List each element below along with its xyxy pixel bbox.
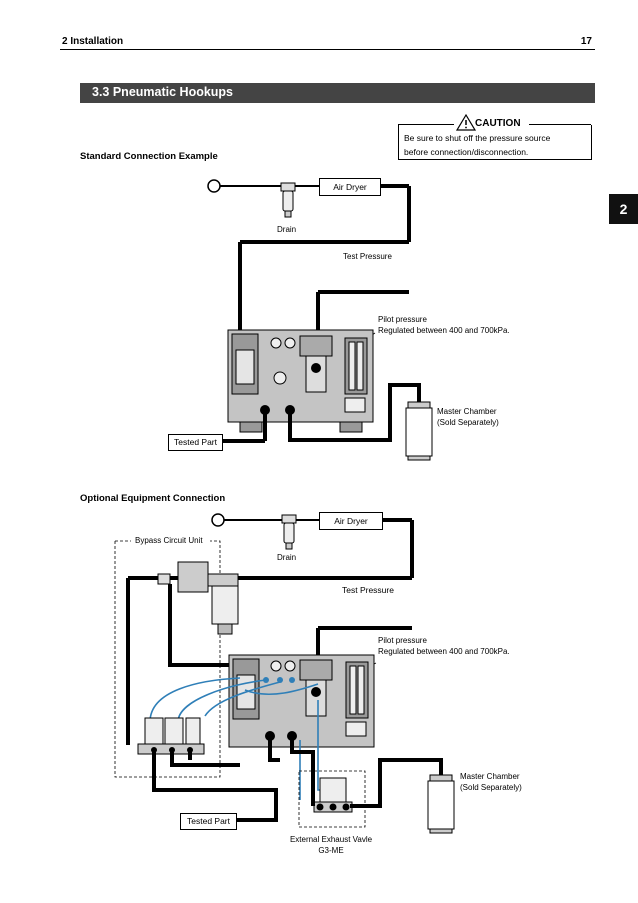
exhaust-valve-line1: External Exhaust Vavle	[289, 835, 373, 844]
air-source-icon	[207, 179, 221, 193]
filter-icon	[280, 182, 296, 218]
caution-box	[398, 125, 592, 160]
pilot-pressure-line2: Regulated between 400 and 700kPa.	[378, 326, 510, 335]
test-pressure-label: Test Pressure	[342, 585, 394, 595]
test-pressure-label: Test Pressure	[343, 252, 392, 261]
drain-label: Drain	[277, 225, 297, 234]
master-chamber-icon	[405, 401, 433, 461]
pilot-pressure-line1: Pilot pressure	[378, 636, 427, 645]
filter-icon	[281, 514, 297, 550]
caution-title: CAUTION	[475, 118, 521, 129]
master-chamber-icon	[427, 774, 455, 834]
air-dryer-box: Air Dryer	[319, 512, 383, 530]
optional-heading: Optional Equipment Connection	[80, 493, 226, 504]
master-chamber-label: Master Chamber (Sold Separately)	[437, 406, 499, 428]
pilot-pressure-line1: Pilot pressure	[378, 315, 427, 324]
caution-rule-right	[529, 124, 591, 125]
pilot-pressure-line2: Regulated between 400 and 700kPa.	[378, 647, 510, 656]
tested-part-box: Tested Part	[180, 813, 237, 830]
header-divider	[60, 49, 595, 50]
pilot-tubes	[149, 677, 330, 800]
drain-label: Drain	[277, 553, 297, 562]
master-chamber-line2: (Sold Separately)	[460, 783, 522, 792]
standard-heading: Standard Connection Example	[80, 151, 218, 162]
tested-part-box: Tested Part	[168, 434, 223, 451]
air-dryer-box: Air Dryer	[319, 178, 381, 196]
pilot-pressure-label: Pilot pressure Regulated between 400 and…	[378, 314, 510, 336]
exhaust-valve-icon	[313, 777, 353, 813]
chapter-tab: 2	[609, 194, 638, 224]
master-chamber-line1: Master Chamber	[460, 772, 520, 781]
exhaust-valve-label: External Exhaust Vavle G3-ME	[276, 834, 386, 856]
regulator-icon	[157, 561, 239, 635]
caution-text-line2: before connection/disconnection.	[404, 147, 529, 157]
master-chamber-label: Master Chamber (Sold Separately)	[460, 771, 522, 793]
caution-text-line1: Be sure to shut off the pressure source	[404, 133, 551, 143]
bypass-label: Bypass Circuit Unit	[133, 535, 205, 546]
caution-text: Be sure to shut off the pressure source …	[404, 131, 589, 159]
pilot-pressure-label: Pilot pressure Regulated between 400 and…	[378, 635, 510, 657]
optional-diagram	[114, 513, 455, 834]
chapter-header: 2 Installation	[62, 36, 124, 47]
section-bar	[80, 83, 595, 103]
valve-manifold-icon	[137, 717, 205, 755]
master-chamber-line1: Master Chamber	[437, 407, 497, 416]
standard-diagram	[207, 179, 433, 461]
page-number: 17	[580, 36, 592, 47]
air-source-icon	[211, 513, 225, 527]
tester-unit-icon	[228, 654, 375, 748]
caution-rule-left	[398, 124, 454, 125]
tester-unit-icon	[227, 329, 374, 433]
section-title: 3.3 Pneumatic Hookups	[92, 85, 234, 99]
master-chamber-line2: (Sold Separately)	[437, 418, 499, 427]
exhaust-valve-line2: G3-ME	[318, 846, 344, 855]
